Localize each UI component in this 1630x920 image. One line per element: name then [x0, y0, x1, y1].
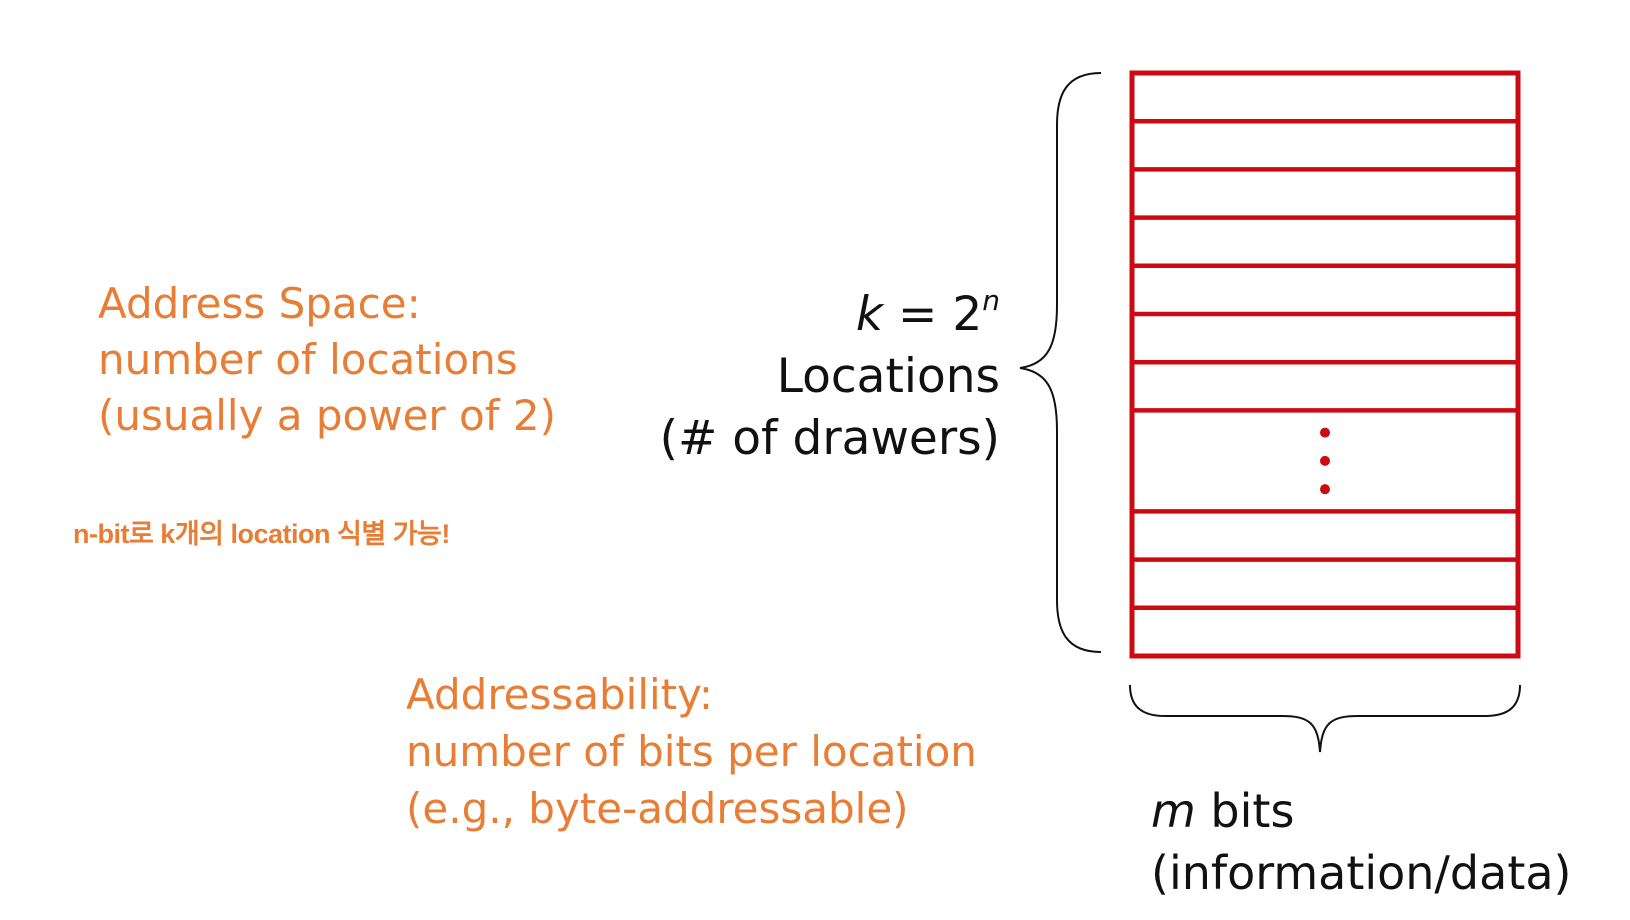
- addressability-title: Addressability:: [406, 670, 714, 719]
- k-symbol: k: [855, 287, 884, 342]
- memory-grid-border: [1129, 70, 1521, 659]
- k-equals-2-to-n: k = 2n: [660, 284, 1000, 346]
- m-bits: m bits: [1151, 780, 1572, 842]
- address-space-title: Address Space:: [98, 279, 421, 328]
- ellipsis-dot: [1320, 484, 1330, 495]
- bits-label: m bits (information/data): [1151, 780, 1572, 904]
- address-space-note: (usually a power of 2): [98, 391, 556, 440]
- addressability-definition: number of bits per location: [406, 727, 977, 776]
- n-exponent: n: [982, 284, 1000, 317]
- ellipsis-dot: [1320, 427, 1330, 438]
- horizontal-curly-brace-icon: [1129, 684, 1521, 753]
- bits-word: bits: [1195, 784, 1295, 838]
- information-data-note: (information/data): [1151, 846, 1572, 900]
- korean-annotation: n-bit로 k개의 location 식별 가능!: [73, 519, 450, 549]
- drawers-note: (# of drawers): [659, 411, 1000, 466]
- address-space-definition: number of locations: [98, 335, 518, 384]
- equals-two: = 2: [883, 287, 983, 342]
- m-symbol: m: [1151, 784, 1196, 838]
- locations-word: Locations: [776, 349, 1000, 404]
- addressability-example: (e.g., byte-addressable): [406, 784, 909, 833]
- address-space-description: Address Space: number of locations (usua…: [98, 276, 556, 444]
- ellipsis-dot: [1320, 455, 1330, 466]
- vertical-curly-brace-icon: [1019, 72, 1102, 653]
- addressability-description: Addressability: number of bits per locat…: [406, 666, 977, 837]
- memory-grid: [1129, 70, 1521, 659]
- locations-label: k = 2n Locations (# of drawers): [660, 284, 1000, 470]
